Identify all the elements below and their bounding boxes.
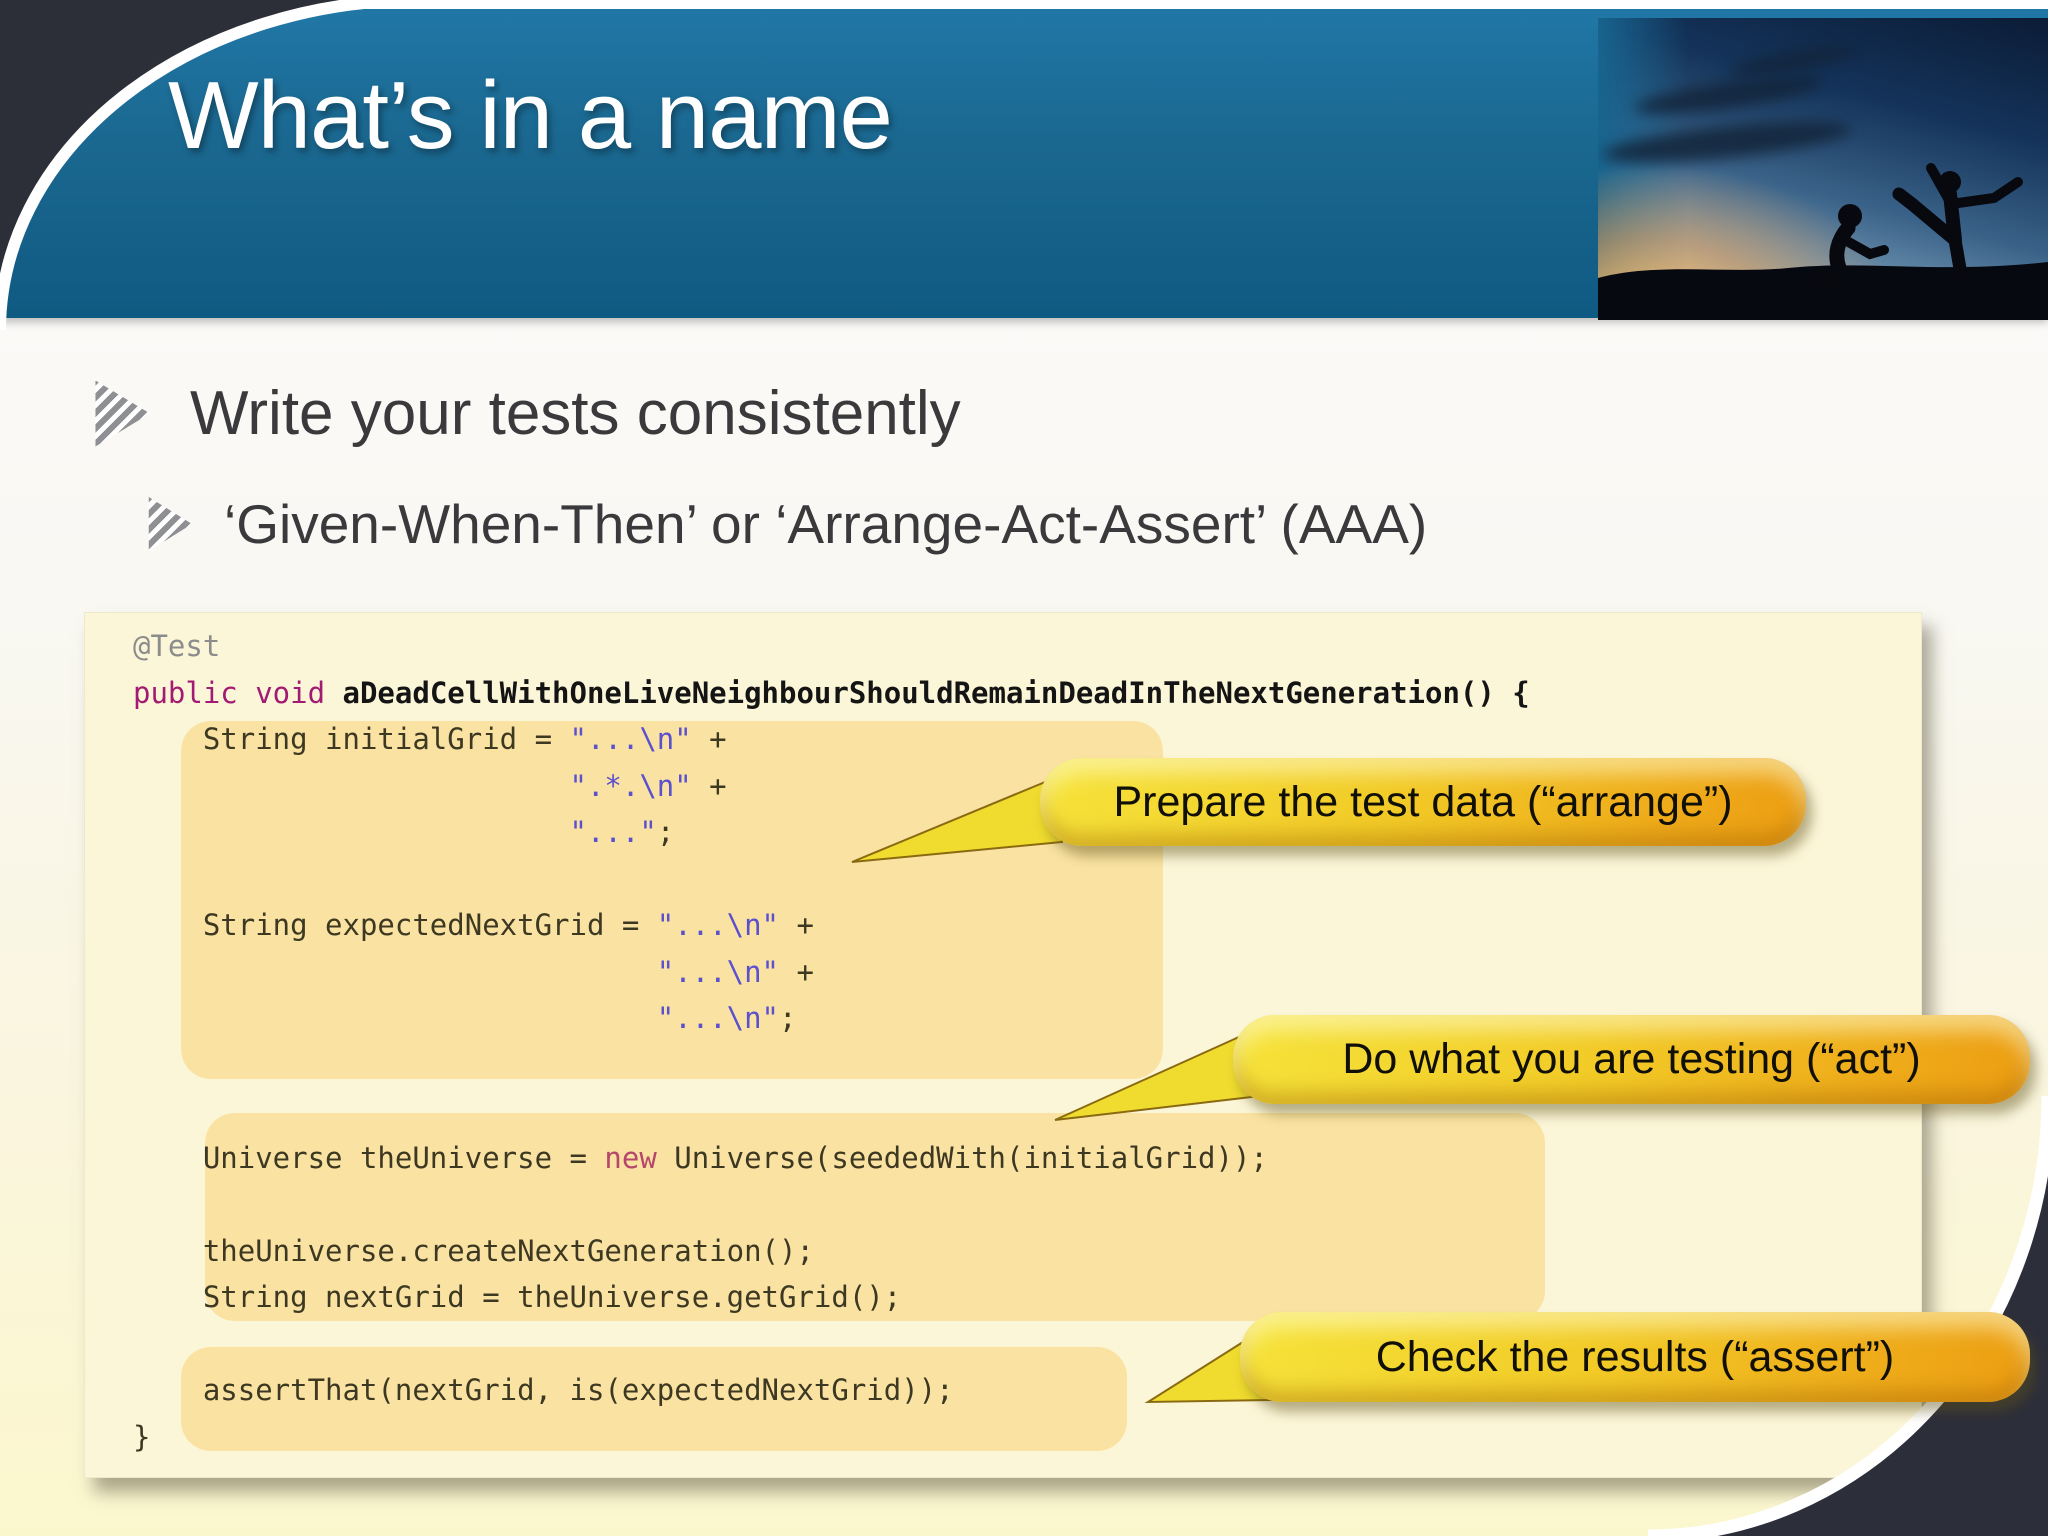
bullet-arrow-icon xyxy=(148,497,192,551)
bullet-text: Write your tests consistently xyxy=(190,379,961,448)
highlight-act-block xyxy=(205,1113,1545,1321)
bullet-arrow-icon xyxy=(95,380,150,447)
bullet-item-1: Write your tests consistently xyxy=(92,378,961,449)
callout-act: Do what you are testing (“act”) xyxy=(1233,1015,2030,1104)
cloud-shape xyxy=(1633,68,1825,122)
cloud-shape xyxy=(1727,40,1859,82)
callout-arrange: Prepare the test data (“arrange”) xyxy=(1040,758,1806,846)
highlight-assert-block xyxy=(181,1347,1127,1451)
slide-header: What’s in a name xyxy=(0,0,2048,320)
bullet-text: ‘Given-When-Then’ or ‘Arrange-Act-Assert… xyxy=(224,493,1428,555)
bullet-item-2: ‘Given-When-Then’ or ‘Arrange-Act-Assert… xyxy=(146,492,1427,556)
page-title: What’s in a name xyxy=(168,62,893,169)
callout-assert: Check the results (“assert”) xyxy=(1240,1312,2030,1402)
sunset-silhouettes-photo xyxy=(1598,18,2048,320)
silhouette-figures xyxy=(1598,163,2048,320)
